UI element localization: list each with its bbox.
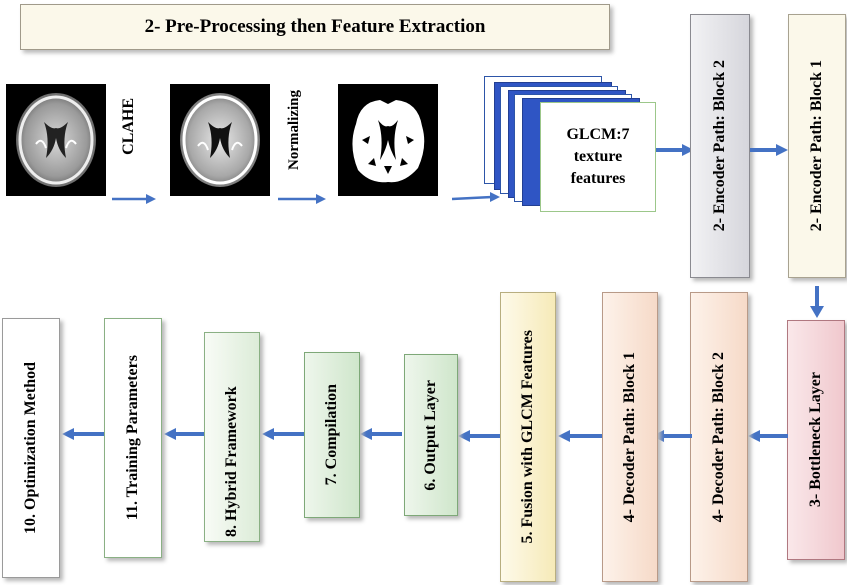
arrow-right-icon [278, 194, 326, 204]
glcm-line-1: GLCM:7 [566, 126, 630, 143]
diagram-title: 2- Pre-Processing then Feature Extractio… [20, 4, 610, 50]
arrow-left-icon [652, 430, 692, 442]
compilation-block: 7. Compilation [304, 352, 360, 518]
decoder-block-1-label: 4- Decoder Path: Block 1 [621, 351, 638, 523]
glcm-line-3: features [570, 170, 626, 187]
glcm-line-2: texture [573, 148, 623, 165]
output-layer-block: 6. Output Layer [404, 354, 458, 516]
bottleneck-layer: 3- Bottleneck Layer [787, 320, 845, 560]
arrow-left-icon [458, 430, 500, 442]
training-parameters-label: 11. Training Parameters [124, 355, 141, 521]
clahe-label: CLAHE [120, 98, 137, 155]
optimization-method-label: 10. Optimization Method [22, 362, 39, 534]
encoder-block-1-label: 2- Encoder Path: Block 1 [808, 60, 825, 232]
arrow-left-icon [262, 428, 304, 440]
hybrid-framework-label: 8. Hybrid Framework [223, 386, 240, 537]
compilation-label: 7. Compilation [323, 384, 340, 486]
optimization-method-block: 10. Optimization Method [2, 318, 60, 578]
hybrid-framework-block: 8. Hybrid Framework [204, 332, 260, 542]
arrow-right-icon [656, 144, 694, 156]
bottleneck-label: 3- Bottleneck Layer [807, 372, 824, 508]
arrow-right-icon [750, 144, 788, 156]
fusion-label: 5. Fusion with GLCM Features [519, 330, 536, 544]
arrow-left-icon [360, 428, 402, 440]
glcm-features-box: GLCM:7 texture features [540, 102, 656, 212]
brain-mri-icon [6, 84, 106, 196]
arrow-left-icon [558, 430, 602, 442]
fusion-glcm-block: 5. Fusion with GLCM Features [500, 292, 556, 582]
training-parameters-block: 11. Training Parameters [104, 318, 162, 558]
brain-mask-icon [338, 84, 438, 196]
arrow-down-icon [810, 286, 824, 318]
arrow-left-icon [164, 428, 204, 440]
normalizing-label: Normalizing [286, 90, 302, 170]
encoder-block-2-label: 2- Encoder Path: Block 2 [711, 60, 728, 232]
arrow-left-icon [62, 428, 104, 440]
arrow-right-icon [452, 192, 500, 202]
output-layer-label: 6. Output Layer [422, 379, 439, 491]
decoder-block-2-label: 4- Decoder Path: Block 2 [710, 351, 727, 523]
arrow-right-icon [112, 194, 156, 204]
decoder-block-2: 4- Decoder Path: Block 2 [690, 292, 748, 582]
brain-mri-clahe-icon [170, 84, 270, 196]
arrow-left-icon [748, 430, 788, 442]
encoder-block-2: 2- Encoder Path: Block 2 [690, 14, 750, 278]
decoder-block-1: 4- Decoder Path: Block 1 [602, 292, 658, 582]
encoder-block-1: 2- Encoder Path: Block 1 [788, 14, 846, 278]
